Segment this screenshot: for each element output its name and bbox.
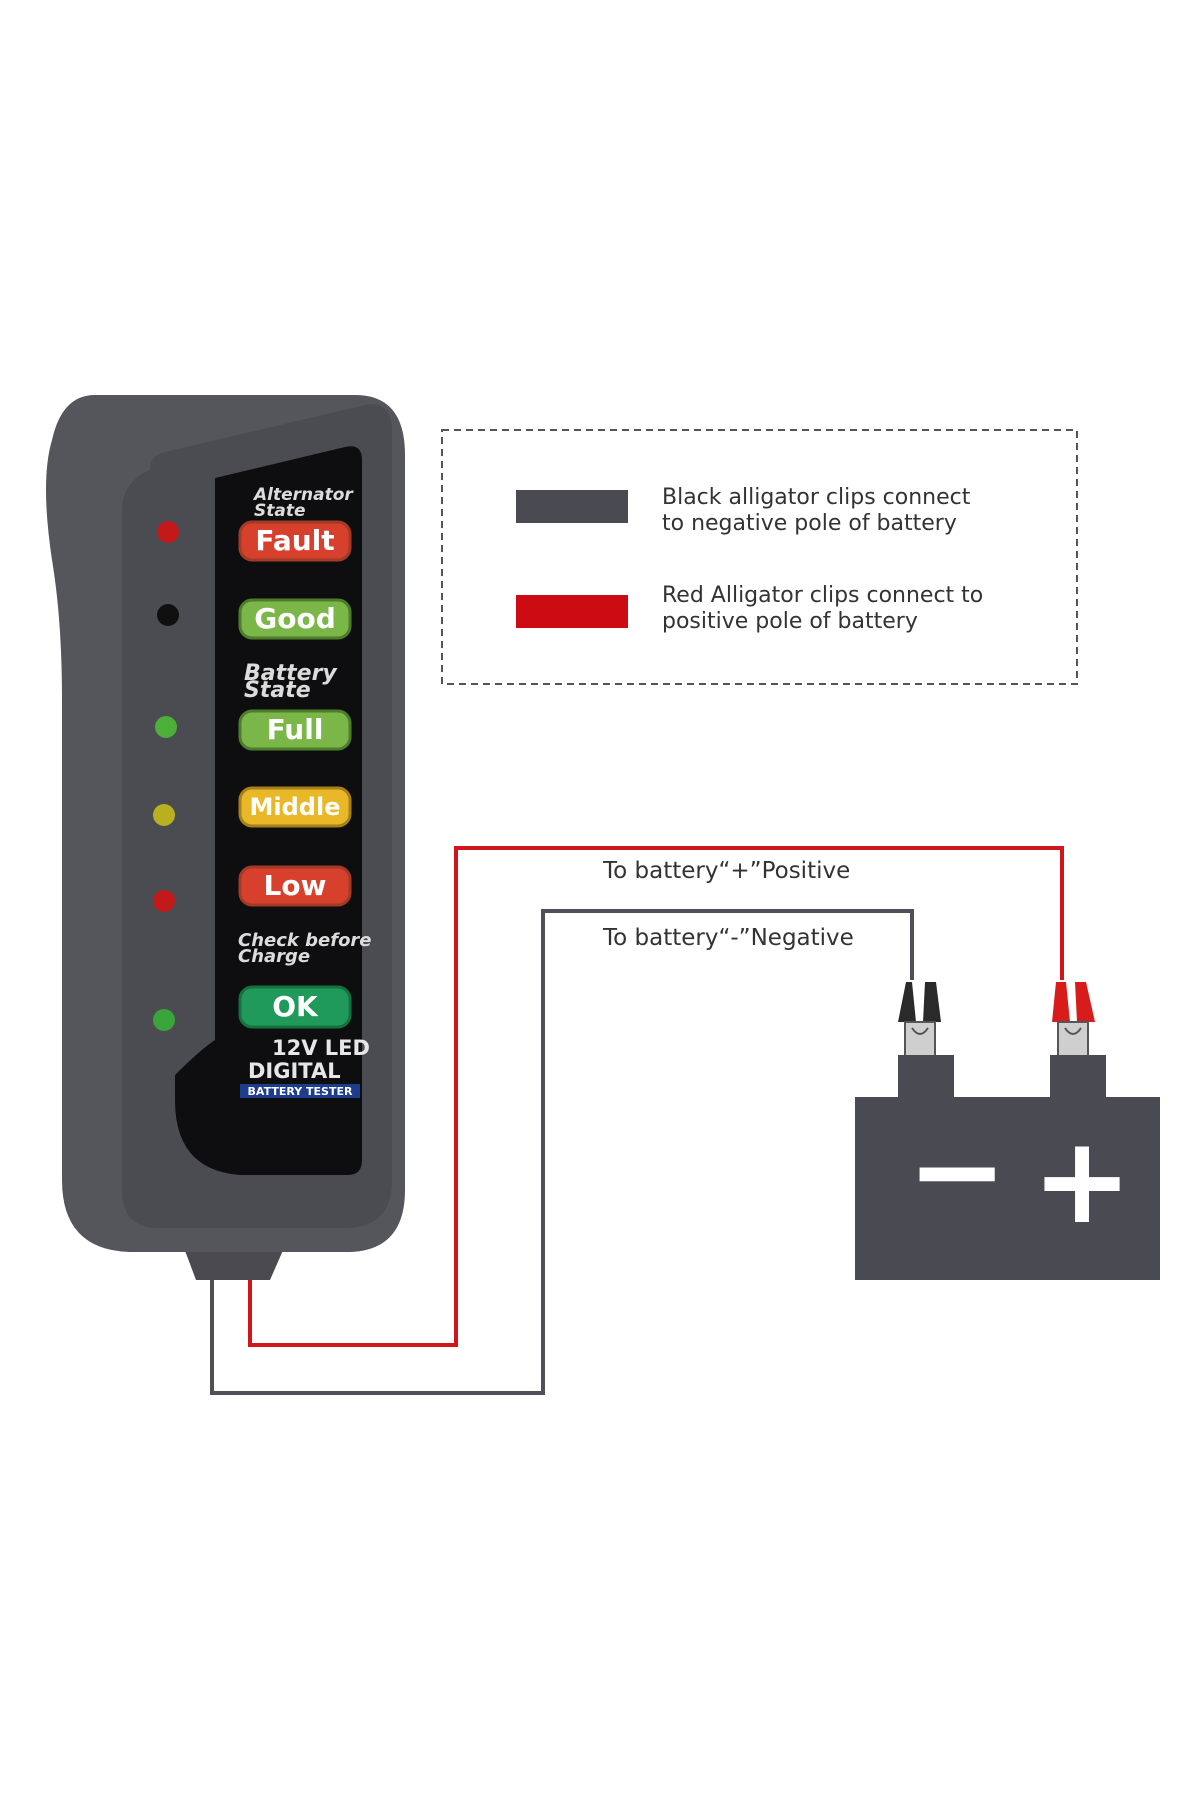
pill-middle-label: Middle: [250, 793, 341, 821]
pill-good: [238, 598, 352, 640]
brand-line1: 12V LED: [272, 1036, 370, 1060]
wires: To battery“+”Positive To battery“-”Negat…: [210, 846, 1064, 1395]
led-good: [157, 604, 179, 626]
led-middle: [153, 804, 175, 826]
legend-swatch-black: [516, 490, 628, 523]
black-clip: [898, 982, 941, 1057]
legend-swatch-red: [516, 595, 628, 628]
alternator-label-line1: Alternator: [252, 485, 354, 505]
legend-red-line2: positive pole of battery: [662, 609, 918, 634]
pill-low: [238, 865, 352, 907]
pill-fault: [238, 520, 352, 562]
positive-wire-label: To battery“+”Positive: [602, 858, 850, 884]
plus-symbol: +: [1032, 1112, 1133, 1251]
alternator-label-line2: State: [254, 501, 306, 521]
pill-full-label: Full: [267, 713, 324, 746]
legend-black-line2: to negative pole of battery: [662, 511, 957, 536]
led-ok: [153, 1009, 175, 1031]
pill-ok: [238, 985, 352, 1029]
pill-ok-label: OK: [272, 990, 319, 1023]
check-label-line1: Check before: [238, 930, 372, 951]
minus-symbol: −: [907, 1102, 1008, 1241]
negative-wire-label: To battery“-”Negative: [602, 925, 854, 951]
negative-wire: [210, 909, 914, 1395]
legend-border: [441, 429, 1078, 685]
battery: − +: [855, 982, 1160, 1280]
led-fault: [157, 521, 179, 543]
battery-label-line2: State: [244, 678, 311, 703]
battery-body: [855, 1097, 1160, 1280]
legend-black-line1: Black alligator clips connect: [662, 485, 971, 510]
check-label-line2: Charge: [238, 946, 310, 967]
led-low: [153, 890, 175, 912]
negative-terminal: [898, 1055, 954, 1097]
brand-line3: BATTERY TESTER: [248, 1085, 353, 1098]
pill-fault-label: Fault: [255, 524, 334, 557]
pill-low-label: Low: [264, 869, 327, 902]
battery-label-line1: Battery: [244, 661, 338, 686]
red-clip: [1052, 982, 1095, 1057]
brand-strip: [240, 1084, 360, 1098]
legend-box: Black alligator clips connect to negativ…: [441, 429, 1078, 685]
legend-red-line1: Red Alligator clips connect to: [662, 583, 983, 608]
cable-boot: [184, 1248, 284, 1280]
battery-tester: Alternator State Battery State Check bef…: [46, 395, 405, 1280]
brand-line2: DIGITAL: [248, 1059, 341, 1083]
positive-wire: [248, 846, 1064, 1347]
led-full: [155, 716, 177, 738]
pill-full: [238, 709, 352, 751]
positive-terminal: [1050, 1055, 1106, 1097]
pill-good-label: Good: [254, 602, 336, 635]
pill-middle: [238, 786, 352, 828]
